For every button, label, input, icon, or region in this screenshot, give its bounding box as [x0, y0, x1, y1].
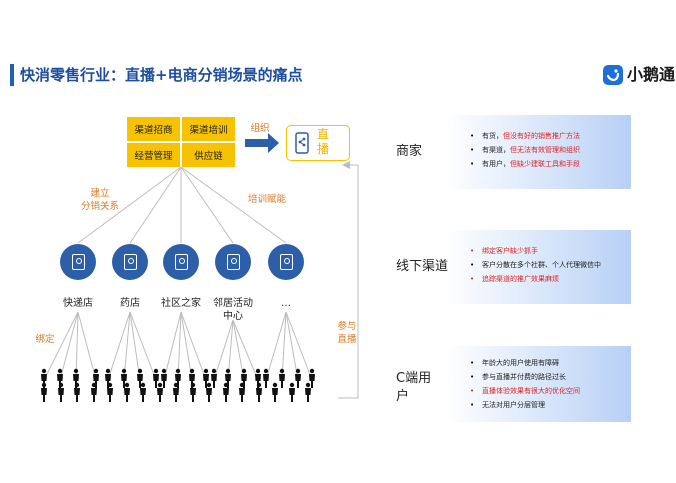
person-icon [74, 382, 80, 402]
person-icon [256, 382, 262, 402]
panel-title-c-user: C端用 户 [396, 371, 432, 404]
person-icon [153, 368, 159, 388]
channel-training-box: 渠道培训 [182, 117, 235, 141]
person-icon [124, 382, 130, 402]
document-icon [174, 254, 188, 270]
person-icon [41, 368, 47, 388]
bullet-item: 无法对用户分层管理 [470, 398, 580, 412]
training-empower-label: 培训赋能 [247, 194, 286, 205]
person-icon [157, 382, 163, 402]
title-accent-bar [10, 64, 14, 86]
page-title: 快消零售行业：直播+电商分销场景的痛点 [20, 66, 303, 84]
channel-label: 邻居活动 中心 [213, 298, 253, 322]
bullet-item: 追踪渠道的推广效果麻烦 [470, 272, 601, 286]
organize-label: 组织 [250, 123, 270, 134]
person-icon [41, 382, 47, 402]
person-icon [137, 368, 143, 388]
operation-management-box: 经营管理 [127, 143, 180, 167]
person-icon [211, 368, 217, 388]
bullet-item: 有渠道，但无法有效管理和组织 [470, 143, 580, 157]
person-icon [239, 382, 245, 402]
person-icon [105, 368, 111, 388]
person-icon [279, 368, 285, 388]
brand-logo-icon [603, 65, 623, 85]
person-icon [255, 368, 261, 388]
channel-label: 社区之家 [161, 298, 201, 309]
person-icon [263, 368, 269, 388]
channel-circle [60, 244, 96, 280]
person-icon [91, 382, 97, 402]
bullet-item: 绑定客户缺少抓手 [470, 244, 601, 258]
bullet-item: 有用户，但缺少建联工具和手段 [470, 157, 580, 171]
supply-chain-box: 供应链 [182, 143, 235, 167]
document-icon [123, 254, 137, 270]
channel-label: 药店 [120, 298, 140, 309]
establish-distribution-label: 建立 分销关系 [80, 188, 119, 212]
live-label: 直播 [317, 127, 330, 156]
channel-circle [268, 244, 304, 280]
person-icon [206, 382, 212, 402]
person-icon [223, 382, 229, 402]
channel-circle [215, 244, 251, 280]
person-icon [241, 368, 247, 388]
panel-title-merchant: 商家 [396, 144, 423, 159]
c-user-bullets: 年龄大的用户使用有障碍 参与直播并付费的路径过长 直播体验效果有很大的优化空间 … [470, 356, 580, 412]
person-icon [203, 368, 209, 388]
person-icon [189, 368, 195, 388]
live-stream-box: 直播 [286, 125, 350, 161]
person-icon [140, 382, 146, 402]
bullet-item: 直播体验效果有很大的优化空间 [470, 384, 580, 398]
channel-label: … [281, 298, 291, 309]
brand-name: 小鹅通 [627, 65, 676, 84]
channel-label: 快递店 [63, 298, 93, 309]
person-icon [93, 368, 99, 388]
bullet-item: 有货，但没有好的销售推广方法 [470, 129, 580, 143]
person-icon [161, 368, 167, 388]
panel-title-offline-channel: 线下渠道 [396, 259, 449, 274]
channel-circle [112, 244, 148, 280]
person-icon [57, 368, 63, 388]
bullet-item: 年龄大的用户使用有障碍 [470, 356, 580, 370]
document-icon [226, 254, 240, 270]
person-icon [121, 368, 127, 388]
offline-channel-bullets: 绑定客户缺少抓手 客户分散在多个社群、个人代理微信中 追踪渠道的推广效果麻烦 [470, 244, 601, 286]
document-icon [279, 254, 293, 270]
person-icon [73, 368, 79, 388]
person-icon [272, 382, 278, 402]
person-icon [107, 382, 113, 402]
bind-label: 绑定 [35, 334, 55, 345]
channel-recruit-box: 渠道招商 [127, 117, 180, 141]
person-icon [309, 368, 315, 388]
phone-share-icon [295, 132, 309, 154]
participate-live-label: 参与 直播 [337, 321, 357, 345]
person-icon [173, 382, 179, 402]
channel-circle [163, 244, 199, 280]
bullet-item: 参与直播并付费的路径过长 [470, 370, 580, 384]
document-icon [71, 254, 85, 270]
person-icon [289, 382, 295, 402]
person-icon [58, 382, 64, 402]
person-icon [175, 368, 181, 388]
person-icon [225, 368, 231, 388]
person-icon [295, 368, 301, 388]
merchant-bullets: 有货，但没有好的销售推广方法 有渠道，但无法有效管理和组织 有用户，但缺少建联工… [470, 129, 580, 171]
bullet-item: 客户分散在多个社群、个人代理微信中 [470, 258, 601, 272]
person-icon [190, 382, 196, 402]
person-icon [305, 382, 311, 402]
